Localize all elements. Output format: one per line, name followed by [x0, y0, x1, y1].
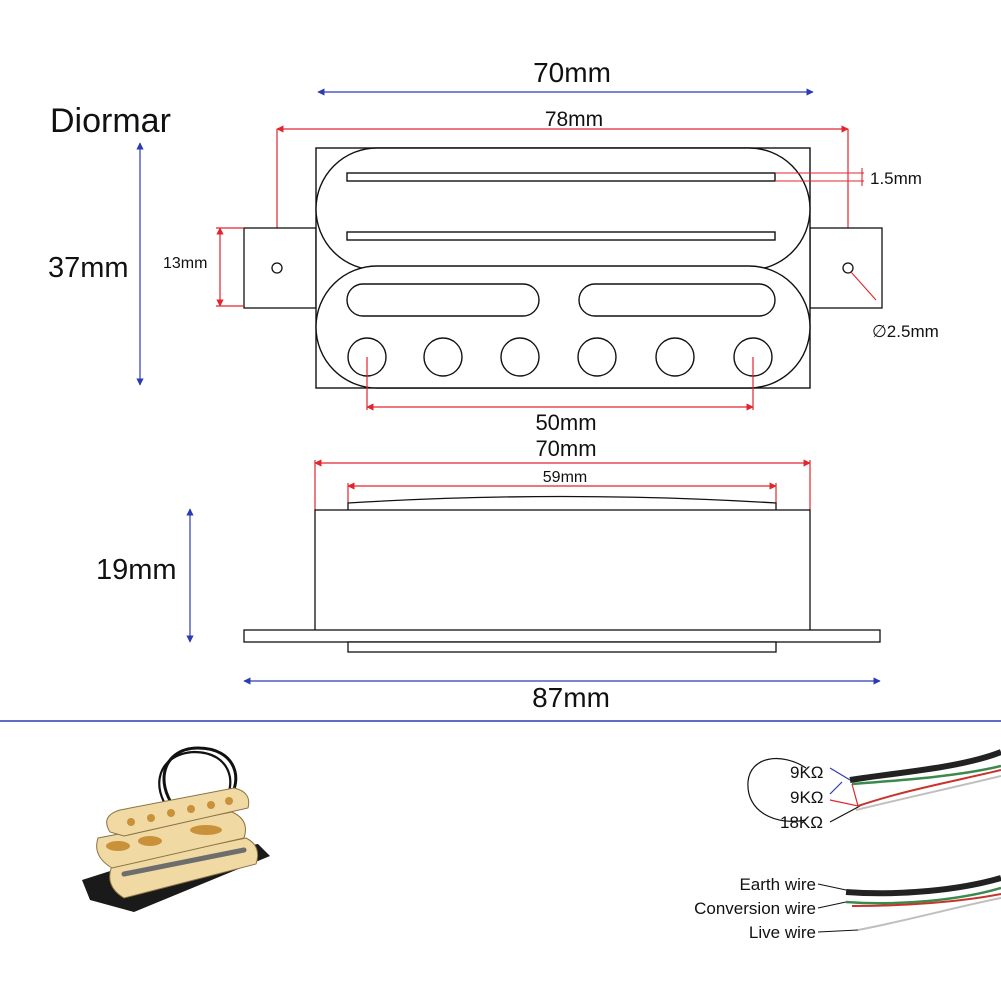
side-inner-width-dimension — [347, 482, 777, 503]
blade-gap-label: 1.5mm — [870, 169, 922, 188]
side-bottom-lip — [347, 641, 777, 653]
side-inner-width-label: 59mm — [543, 469, 587, 486]
side-base-plate — [243, 629, 881, 643]
wiring-connection-diagram — [817, 875, 1001, 933]
pole-piece — [655, 337, 695, 377]
pickup-side-view — [243, 495, 881, 653]
mount-tab-label: 13mm — [163, 255, 207, 272]
top-width-label: 70mm — [533, 57, 611, 88]
resistance-label-3: 18KΩ — [780, 813, 823, 832]
hole-leader — [850, 271, 877, 301]
brand-label: Diormar — [50, 102, 171, 140]
base-width-label: 87mm — [532, 682, 610, 713]
slot-right — [578, 283, 776, 317]
blade-upper — [346, 172, 776, 182]
side-width-dimension — [314, 459, 811, 510]
pickup-top-view — [315, 147, 811, 389]
pole-piece — [577, 337, 617, 377]
conversion-wire-label: Conversion wire — [694, 899, 816, 918]
blade-bobbin — [315, 147, 811, 271]
slot-left — [346, 283, 540, 317]
blade-gap-dimension — [775, 168, 864, 186]
pole-piece — [423, 337, 463, 377]
pole-piece — [500, 337, 540, 377]
wiring-resistance-diagram — [747, 749, 1001, 823]
side-height-label: 19mm — [96, 554, 177, 586]
overall-width-label: 78mm — [545, 108, 603, 131]
mount-tabs — [243, 227, 883, 309]
pole-spacing-dimension — [366, 357, 754, 411]
mount-tab-dimension — [216, 227, 244, 307]
height-label: 37mm — [48, 252, 129, 284]
resistance-label-1: 9KΩ — [790, 763, 824, 782]
pickup-product-illustration — [82, 746, 270, 912]
side-width-label: 70mm — [535, 436, 596, 461]
side-body — [314, 509, 811, 642]
hole-diameter-label: ∅2.5mm — [872, 322, 939, 341]
pole-spacing-label: 50mm — [535, 410, 596, 435]
right-mount-hole — [842, 262, 854, 274]
side-cover-top — [347, 495, 777, 510]
earth-wire-label: Earth wire — [739, 875, 816, 894]
blade-lower — [346, 231, 776, 241]
resistance-label-2: 9KΩ — [790, 788, 824, 807]
left-mount-hole — [271, 262, 283, 274]
live-wire-label: Live wire — [749, 923, 816, 942]
